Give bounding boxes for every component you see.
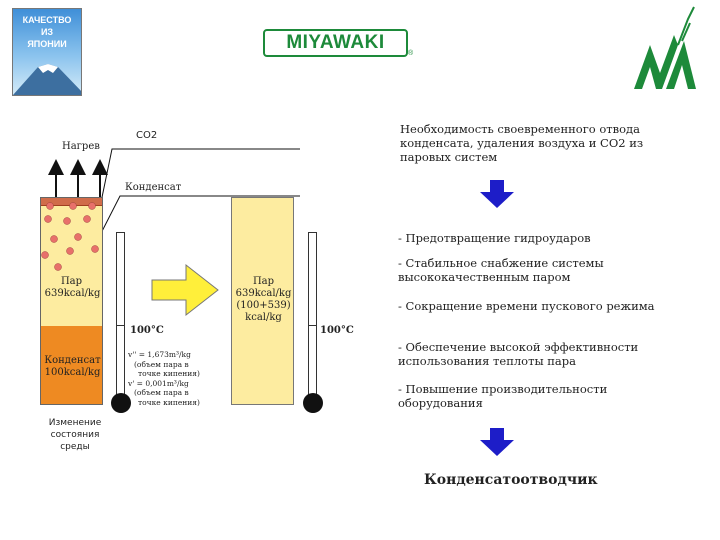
badge-line-2: ИЗ	[40, 27, 54, 37]
volume-note-line: точке кипения)	[138, 397, 200, 407]
thermometer-right-bulb	[303, 393, 323, 413]
volume-note-line: v' = 0,001m³/kg	[128, 378, 189, 388]
badge-line-3: ЯПОНИИ	[27, 39, 67, 49]
vessel-steam-label: Пар	[60, 276, 83, 287]
state-change-line: Изменение	[48, 418, 102, 428]
benefit-item: - Предотвращение гидроударов	[398, 231, 591, 245]
steam-zone	[41, 206, 102, 326]
volume-note-line: точке кипения)	[138, 369, 200, 378]
bubble	[44, 215, 52, 223]
thermometer-left-mark	[116, 325, 125, 326]
volume-notes: v'' = 1,673m³/kg (объем пара в точке кип…	[128, 350, 200, 407]
condensate-zone	[41, 326, 102, 404]
steam-box-line: kcal/kg	[245, 312, 282, 323]
condensate-leader-line	[94, 195, 300, 246]
thermometer-left-value: 100°C	[130, 325, 164, 336]
vessel-steam-energy: 639kcal/kg	[44, 288, 101, 299]
thermometer-right-value: 100°C	[320, 325, 354, 336]
process-arrow	[151, 263, 219, 317]
bubble	[50, 235, 58, 243]
bubble	[66, 247, 74, 255]
bubble	[74, 233, 82, 241]
benefit-item: - Обеспечение высокой эффективности испо…	[398, 340, 639, 368]
steam-trap-title: Конденсатоотводчик	[424, 472, 598, 488]
thermometer-left-bulb	[111, 393, 131, 413]
state-change-line: состояния	[50, 430, 100, 440]
mount-fuji-icon	[13, 64, 81, 95]
badge-line-1: КАЧЕСТВО	[22, 15, 72, 25]
down-arrow-top	[480, 180, 514, 208]
heating-label: Нагрев	[62, 141, 100, 152]
bubble	[83, 215, 91, 223]
volume-note-line: (объем пара в	[134, 388, 189, 397]
benefit-item: - Сокращение времени пускового режима	[398, 299, 655, 313]
state-change-line: среды	[60, 442, 90, 452]
vessel-condensate-label: Конденсат	[44, 355, 101, 366]
bubble	[46, 202, 54, 210]
steam-only-vessel: Пар 639kcal/kg (100+539) kcal/kg	[231, 197, 294, 405]
bubble	[54, 263, 62, 271]
co2-label: CO2	[136, 130, 158, 141]
thermometer-right-mark	[308, 325, 317, 326]
condensate-label: Конденсат	[125, 182, 182, 193]
steam-box-line: (100+539)	[236, 300, 291, 311]
benefit-item: - Повышение производительности оборудова…	[398, 382, 608, 410]
volume-note-line: v'' = 1,673m³/kg	[128, 350, 191, 359]
down-arrow-bottom	[480, 428, 514, 456]
steam-box-line: 639kcal/kg	[235, 288, 292, 299]
thermometer-right-tube	[308, 232, 317, 397]
bubble	[41, 251, 49, 259]
quality-badge: КАЧЕСТВО ИЗ ЯПОНИИ	[12, 8, 82, 96]
bubble	[88, 202, 96, 210]
state-change-caption: Изменение состояния среды	[40, 417, 110, 453]
bubbles	[41, 202, 99, 271]
steam-vessel: Пар 639kcal/kg Конденсат 100kcal/kg	[40, 197, 103, 405]
bubble	[69, 202, 77, 210]
steam-box-line: Пар	[252, 276, 275, 287]
co2-leader-line	[99, 148, 300, 208]
volume-note-line: (объем пара в	[134, 359, 189, 369]
bubble	[91, 245, 99, 253]
miyawaki-emblem-icon	[634, 6, 696, 89]
registered-mark: ®	[408, 50, 414, 57]
thermometer-left-tube	[116, 232, 125, 397]
benefit-item: - Стабильное снабжение системы высококач…	[398, 256, 604, 284]
brand-logo: MIYAWAKI	[263, 29, 408, 57]
vessel-condensate-energy: 100kcal/kg	[44, 367, 101, 378]
requirement-heading: Необходимость своевременного отвода конд…	[400, 122, 644, 164]
bubble	[63, 217, 71, 225]
